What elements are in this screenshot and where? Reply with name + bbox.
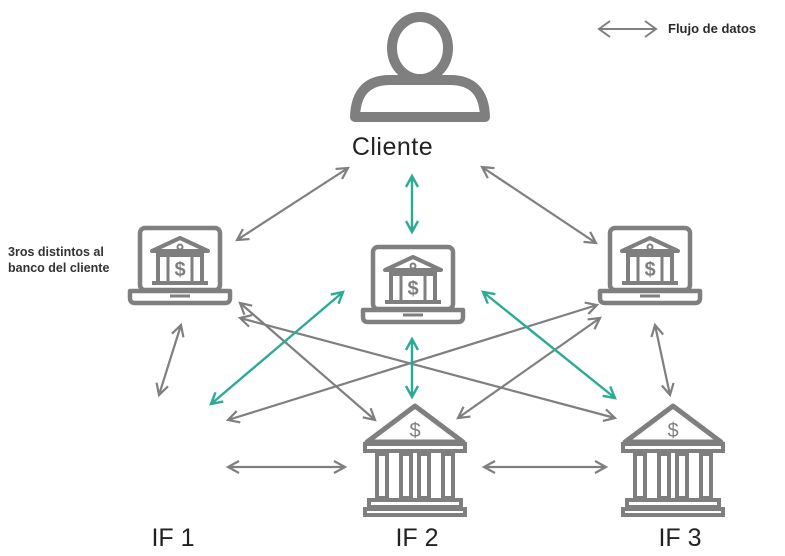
legend-arrow [597, 20, 658, 38]
teal-arrows [209, 173, 617, 406]
laptop-bank-icon-third-party-2 [363, 247, 463, 322]
laptop-bank-icon-third-party-1 [130, 228, 230, 303]
gray-arrows [155, 165, 675, 474]
legend-label: Flujo de datos [668, 21, 757, 36]
arrow-if1-if2 [225, 460, 348, 474]
laptop-bank-icon-third-party-3 [600, 228, 700, 303]
bank-building-icon-if3 [623, 406, 723, 515]
arrow-third-party-3-if2 [456, 316, 602, 420]
bank-building-icon-if2 [365, 406, 465, 515]
arrow-third-party-2-if3 [481, 290, 617, 400]
arrow-client-third-party-2 [404, 173, 420, 235]
institution-label-if3: IF 3 [658, 524, 702, 552]
arrow-third-party-1-if3 [237, 313, 618, 423]
arrow-third-party-2-if1 [209, 290, 345, 406]
institution-label-if1: IF 1 [151, 524, 195, 552]
arrow-client-third-party-1 [235, 166, 350, 242]
institution-label-if2: IF 2 [395, 524, 439, 552]
person-icon [350, 12, 490, 122]
arrow-client-third-party-3 [480, 165, 598, 245]
arrow-if2-if3 [481, 460, 609, 474]
arrow-third-party-3-if3 [650, 322, 675, 398]
arrow-third-party-1-if1 [155, 322, 185, 398]
arrow-third-party-1-if2 [238, 301, 377, 422]
arrow-third-party-2-if2 [404, 336, 420, 400]
third-party-note: 3ros distintos al banco del cliente [8, 245, 110, 275]
client-label: Cliente [351, 133, 434, 161]
